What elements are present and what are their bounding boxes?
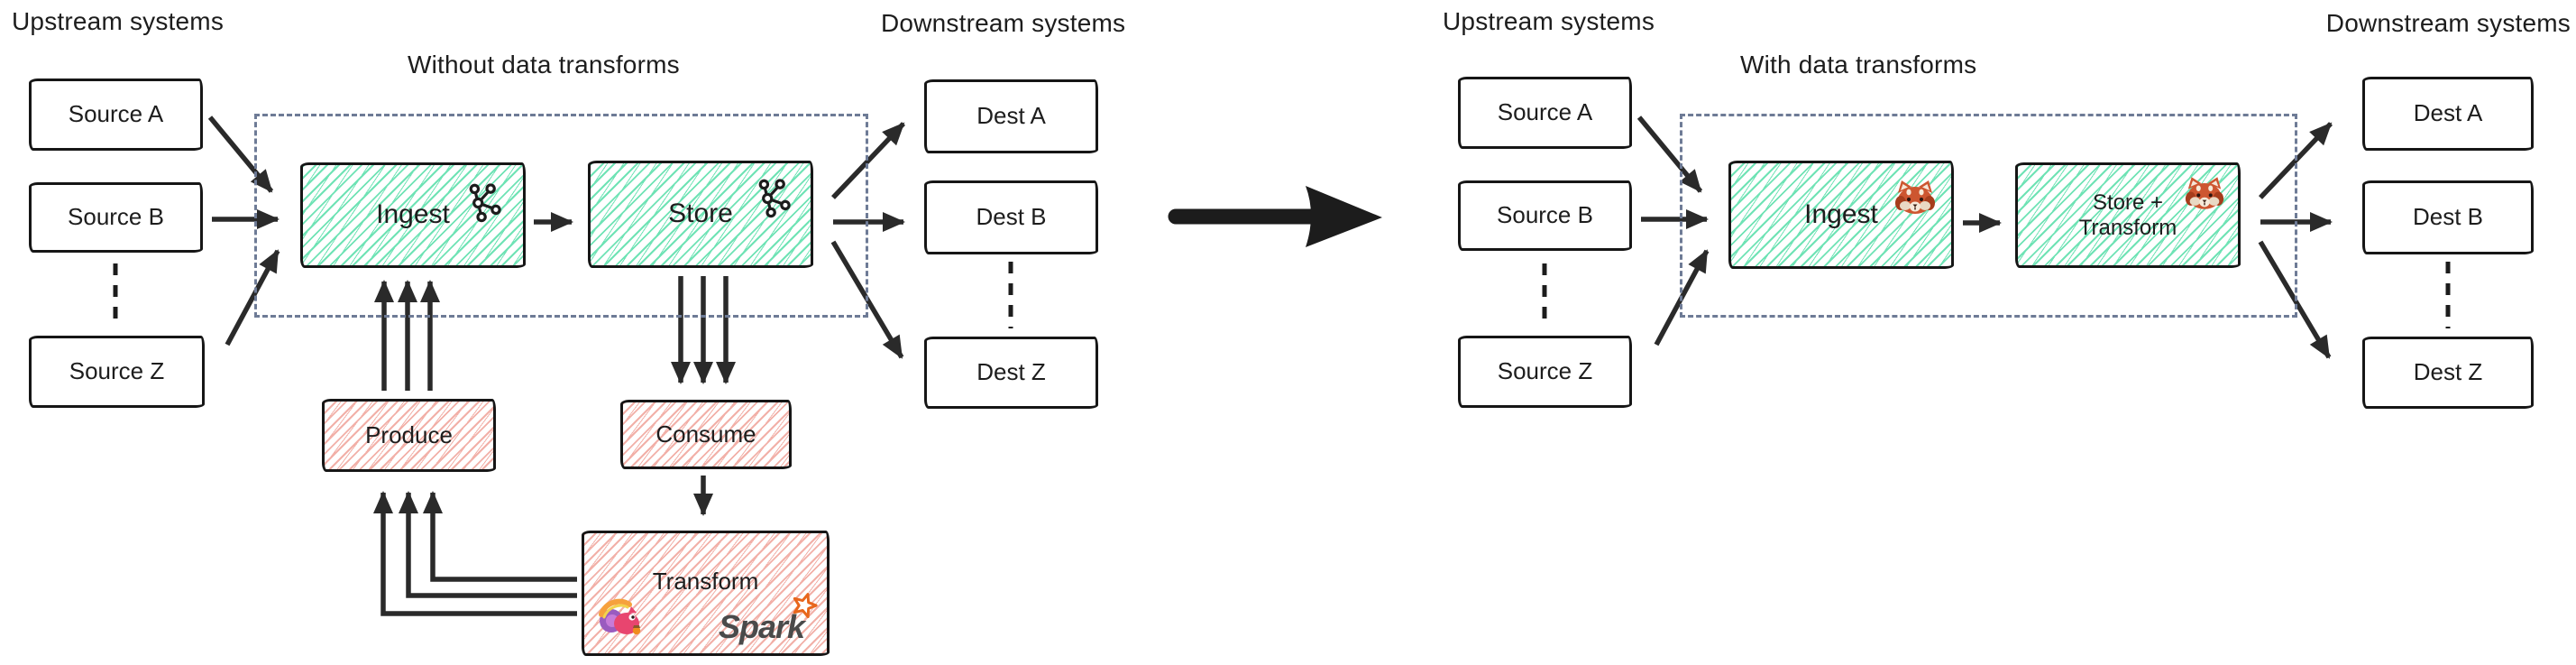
transform-box: Transform Spark xyxy=(582,531,830,656)
transition-arrow-head xyxy=(1306,186,1382,247)
spark-wordmark: Spark xyxy=(719,608,805,645)
left-upstream-systems-label: Upstream systems xyxy=(12,7,225,35)
right-source-z-box: Source Z xyxy=(1458,336,1632,408)
right-source-z-label: Source Z xyxy=(1497,357,1593,385)
right-source-b-label: Source B xyxy=(1497,201,1593,229)
kafka-icon xyxy=(756,174,793,226)
spark-star-icon xyxy=(791,592,818,625)
right-dest-b-box: Dest B xyxy=(2362,180,2534,254)
right-source-a-box: Source A xyxy=(1458,77,1632,149)
left-source-a-box: Source A xyxy=(29,79,203,151)
consume-box: Consume xyxy=(620,400,792,469)
right-source-a-label: Source A xyxy=(1497,98,1593,126)
left-dest-z-box: Dest Z xyxy=(924,337,1098,409)
kafka-icon xyxy=(467,179,503,231)
right-diagram-title: With data transforms xyxy=(1740,51,1977,79)
right-pipeline-boundary xyxy=(1680,114,2297,318)
produce-label: Produce xyxy=(365,420,453,448)
store-transform-line2: Transform xyxy=(2078,215,2177,240)
left-downstream-systems-label: Downstream systems xyxy=(881,9,1126,37)
left-diagram-title: Without data transforms xyxy=(408,51,680,79)
arrow-transform-to-produce-2 xyxy=(399,491,577,598)
left-source-z-label: Source Z xyxy=(69,357,165,385)
consume-label: Consume xyxy=(655,420,756,448)
right-dest-a-label: Dest A xyxy=(2413,99,2483,127)
left-source-a-label: Source A xyxy=(68,100,164,128)
redpanda-icon xyxy=(1893,179,1938,222)
flink-squirrel-icon xyxy=(597,593,644,646)
redpanda-icon xyxy=(2184,175,2225,217)
left-source-b-label: Source B xyxy=(68,203,164,231)
left-store-label: Store xyxy=(668,199,733,229)
right-downstream-systems-label: Downstream systems xyxy=(2325,9,2571,37)
right-ingest-label: Ingest xyxy=(1804,199,1878,229)
arrow-transform-to-produce-1 xyxy=(373,491,577,616)
left-dest-b-box: Dest B xyxy=(924,180,1098,254)
transform-label: Transform xyxy=(652,567,759,595)
left-dest-a-label: Dest A xyxy=(976,102,1046,130)
right-upstream-systems-label: Upstream systems xyxy=(1443,7,1655,35)
store-transform-label: Store + Transform xyxy=(2079,190,2177,240)
right-ingest-box: Ingest xyxy=(1728,161,1954,269)
left-dest-a-box: Dest A xyxy=(924,79,1098,153)
left-ingest-label: Ingest xyxy=(376,199,450,230)
arrow-transform-to-produce-3 xyxy=(423,491,577,582)
left-source-z-box: Source Z xyxy=(29,336,205,408)
right-dest-a-box: Dest A xyxy=(2362,77,2534,151)
left-dest-b-label: Dest B xyxy=(976,203,1047,231)
left-source-b-box: Source B xyxy=(29,182,203,253)
left-pipeline-boundary xyxy=(254,114,868,318)
produce-box: Produce xyxy=(322,399,496,472)
store-transform-box: Store + Transform xyxy=(2015,162,2241,268)
right-dest-z-box: Dest Z xyxy=(2362,337,2534,409)
store-transform-line1: Store + xyxy=(2092,189,2164,215)
left-ingest-box: Ingest xyxy=(300,162,526,268)
right-dest-z-label: Dest Z xyxy=(2413,358,2483,386)
right-dest-b-label: Dest B xyxy=(2412,203,2484,231)
right-source-b-box: Source B xyxy=(1458,180,1632,251)
left-dest-z-label: Dest Z xyxy=(976,358,1046,386)
spark-logo: Spark xyxy=(719,593,818,646)
left-store-box: Store xyxy=(588,161,813,268)
